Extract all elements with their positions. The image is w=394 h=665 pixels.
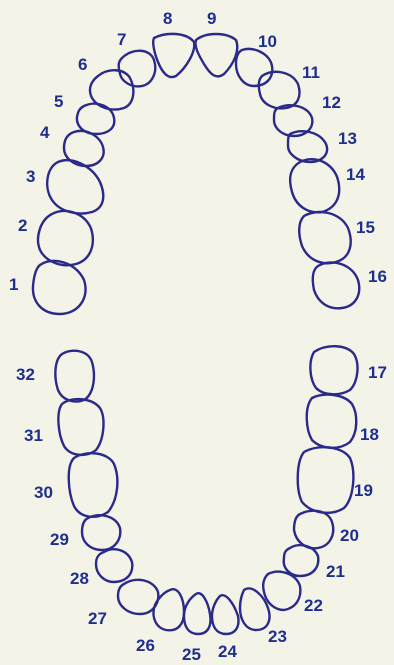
tooth-14-outline — [290, 159, 339, 212]
tooth-18-outline — [307, 395, 357, 448]
tooth-number-17: 17 — [368, 363, 387, 382]
tooth-8[interactable]: 8 — [153, 9, 194, 77]
tooth-number-25: 25 — [182, 645, 201, 664]
tooth-24[interactable]: 24 — [212, 595, 239, 661]
tooth-number-22: 22 — [304, 596, 323, 615]
tooth-10-outline — [236, 49, 272, 86]
tooth-17-outline — [310, 346, 357, 394]
tooth-number-11: 11 — [302, 63, 320, 82]
tooth-number-18: 18 — [360, 425, 379, 444]
tooth-16-outline — [313, 262, 359, 308]
tooth-number-24: 24 — [218, 642, 237, 661]
tooth-25[interactable]: 25 — [182, 593, 211, 664]
tooth-4-outline — [64, 131, 104, 166]
tooth-6-outline — [90, 70, 133, 109]
tooth-7[interactable]: 7 — [117, 30, 155, 86]
tooth-number-13: 13 — [338, 129, 357, 148]
tooth-number-3: 3 — [26, 167, 35, 186]
tooth-1-outline — [33, 261, 86, 314]
tooth-20[interactable]: 20 — [294, 511, 359, 549]
tooth-11-outline — [259, 72, 300, 109]
tooth-23[interactable]: 23 — [240, 588, 287, 646]
tooth-31[interactable]: 31 — [24, 399, 103, 455]
tooth-21-outline — [284, 545, 319, 576]
tooth-2-outline — [38, 211, 93, 265]
tooth-30[interactable]: 30 — [34, 453, 117, 517]
tooth-20-outline — [294, 511, 333, 549]
tooth-27-outline — [118, 580, 158, 614]
tooth-32[interactable]: 32 — [16, 351, 94, 402]
tooth-number-4: 4 — [40, 123, 50, 142]
tooth-9[interactable]: 9 — [195, 9, 237, 76]
tooth-17[interactable]: 17 — [310, 346, 387, 394]
tooth-number-30: 30 — [34, 483, 53, 502]
tooth-31-outline — [58, 399, 103, 455]
tooth-13[interactable]: 13 — [288, 129, 357, 162]
tooth-24-outline — [212, 595, 239, 634]
tooth-number-29: 29 — [50, 530, 69, 549]
tooth-28[interactable]: 28 — [70, 549, 132, 588]
tooth-7-outline — [119, 51, 156, 87]
tooth-number-1: 1 — [9, 275, 18, 294]
tooth-3-outline — [47, 160, 103, 213]
tooth-number-12: 12 — [322, 93, 341, 112]
tooth-number-26: 26 — [136, 636, 155, 655]
tooth-2[interactable]: 2 — [18, 211, 93, 265]
tooth-number-20: 20 — [340, 526, 359, 545]
tooth-1[interactable]: 1 — [9, 261, 86, 314]
tooth-number-14: 14 — [346, 165, 365, 184]
upper-arch: 1 2 3 4 5 6 7 — [9, 9, 387, 314]
tooth-number-2: 2 — [18, 216, 27, 235]
tooth-8-outline — [153, 34, 194, 77]
tooth-number-9: 9 — [207, 9, 216, 28]
tooth-26[interactable]: 26 — [136, 589, 184, 655]
tooth-3[interactable]: 3 — [26, 160, 103, 213]
tooth-27[interactable]: 27 — [88, 580, 158, 628]
tooth-number-32: 32 — [16, 365, 35, 384]
tooth-number-31: 31 — [24, 426, 43, 445]
tooth-number-23: 23 — [268, 627, 287, 646]
lower-arch: 17 18 19 20 21 22 23 — [16, 346, 387, 664]
tooth-number-16: 16 — [368, 267, 387, 286]
tooth-number-8: 8 — [163, 9, 172, 28]
tooth-28-outline — [96, 549, 132, 582]
tooth-19[interactable]: 19 — [298, 447, 373, 513]
tooth-29-outline — [82, 515, 120, 550]
tooth-16[interactable]: 16 — [313, 262, 387, 308]
tooth-25-outline — [184, 593, 211, 634]
tooth-number-19: 19 — [354, 481, 373, 500]
tooth-number-21: 21 — [326, 562, 345, 581]
tooth-18[interactable]: 18 — [307, 395, 379, 448]
tooth-22-outline — [263, 572, 300, 610]
tooth-number-5: 5 — [54, 92, 63, 111]
tooth-number-27: 27 — [88, 609, 107, 628]
tooth-14[interactable]: 14 — [290, 159, 365, 212]
tooth-number-7: 7 — [117, 30, 126, 49]
tooth-number-6: 6 — [78, 55, 87, 74]
tooth-29[interactable]: 29 — [50, 515, 120, 550]
tooth-22[interactable]: 22 — [263, 572, 323, 615]
tooth-30-outline — [69, 453, 118, 517]
tooth-12[interactable]: 12 — [274, 93, 341, 136]
tooth-9-outline — [195, 34, 237, 76]
tooth-19-outline — [298, 447, 354, 513]
tooth-15-outline — [299, 212, 350, 263]
tooth-5[interactable]: 5 — [54, 92, 114, 134]
tooth-32-outline — [55, 351, 94, 402]
tooth-number-15: 15 — [356, 218, 375, 237]
tooth-number-28: 28 — [70, 569, 89, 588]
tooth-11[interactable]: 11 — [259, 63, 320, 108]
tooth-10[interactable]: 10 — [236, 32, 277, 86]
tooth-15[interactable]: 15 — [299, 212, 375, 263]
tooth-number-10: 10 — [258, 32, 277, 51]
